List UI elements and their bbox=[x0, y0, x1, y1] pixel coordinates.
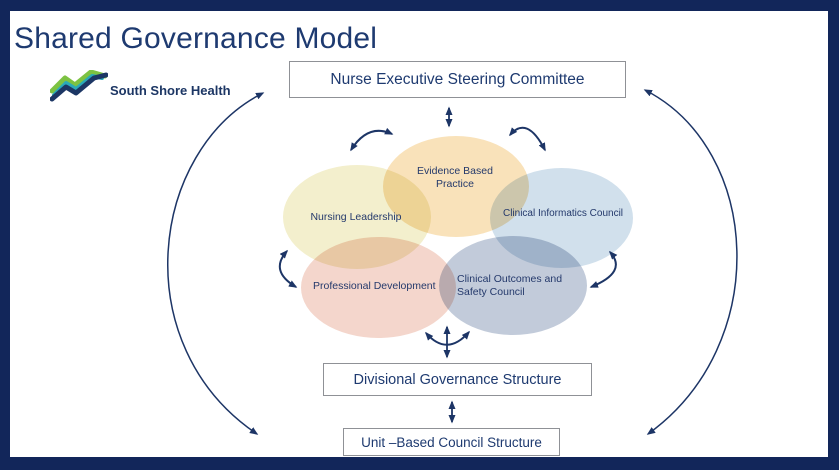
nurse-executive-steering-committee-box: Nurse Executive Steering Committee bbox=[289, 61, 626, 98]
logo-wordmark: South Shore Health bbox=[110, 83, 231, 98]
box-label: Nurse Executive Steering Committee bbox=[330, 70, 585, 88]
page-title: Shared Governance Model bbox=[14, 22, 378, 55]
box-label: Divisional Governance Structure bbox=[353, 371, 562, 388]
unit-based-council-structure-box: Unit –Based Council Structure bbox=[343, 428, 560, 456]
divisional-governance-structure-box: Divisional Governance Structure bbox=[323, 363, 592, 396]
south-shore-health-logo: South Shore Health bbox=[50, 70, 250, 104]
south-shore-health-logo-icon bbox=[50, 70, 108, 102]
box-label: Unit –Based Council Structure bbox=[361, 434, 542, 450]
